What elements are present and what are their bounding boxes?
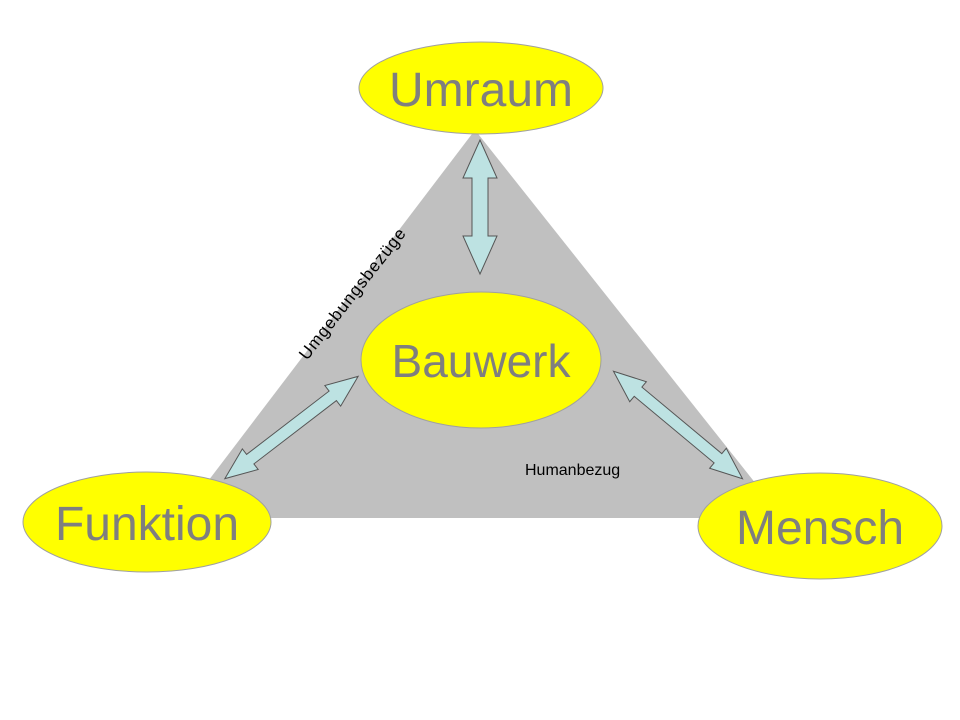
node-funktion-label: Funktion xyxy=(55,498,239,551)
node-mensch: Mensch xyxy=(697,472,943,580)
node-funktion: Funktion xyxy=(22,471,272,573)
arrow-bauwerk-mensch xyxy=(612,370,744,480)
node-umraum-label: Umraum xyxy=(389,64,573,117)
arrow-funktion-bauwerk xyxy=(223,375,360,480)
node-bauwerk: Bauwerk xyxy=(360,291,602,429)
node-bauwerk-label: Bauwerk xyxy=(392,335,572,387)
arrow-umraum-bauwerk xyxy=(462,138,498,276)
edge-label-humanbezug: Humanbezug xyxy=(525,462,620,479)
node-mensch-label: Mensch xyxy=(736,502,904,555)
node-umraum: Umraum xyxy=(358,41,604,135)
